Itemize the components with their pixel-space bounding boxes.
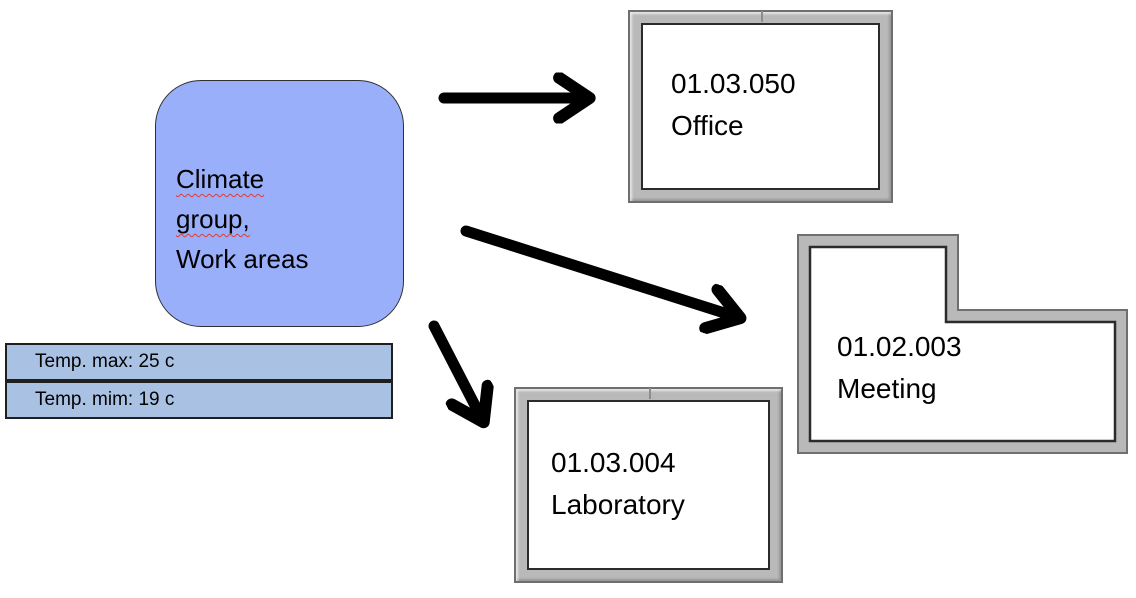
climate-group-box[interactable]: Climate group, Work areas [155, 80, 404, 327]
climate-group-label-line1: Climate [176, 164, 265, 194]
temp-min-label: Temp. mim: 19 c [35, 389, 175, 410]
laboratory-room-shape[interactable]: 01.03.004 Laboratory [514, 387, 783, 583]
laboratory-room-name: Laboratory [551, 489, 685, 520]
temp-max-label: Temp. max: 25 c [35, 351, 175, 372]
meeting-room-code: 01.02.003 [837, 331, 962, 362]
climate-group-label-line3: Work areas [176, 244, 309, 274]
temp-min-row[interactable]: Temp. mim: 19 c [5, 381, 393, 419]
temp-max-row[interactable]: Temp. max: 25 c [5, 343, 393, 381]
office-room-floor: 01.03.050 Office [641, 23, 880, 190]
office-wall-tick [760, 11, 763, 22]
laboratory-room-floor: 01.03.004 Laboratory [527, 400, 770, 570]
laboratory-wall-tick [648, 388, 651, 399]
office-room-code: 01.03.050 [671, 68, 796, 99]
laboratory-room-label: 01.03.004 Laboratory [551, 442, 685, 526]
office-room-label: 01.03.050 Office [671, 63, 796, 147]
office-room-shape[interactable]: 01.03.050 Office [628, 10, 893, 203]
meeting-room-label: 01.02.003 Meeting [837, 326, 962, 410]
office-room-name: Office [671, 110, 744, 141]
arrow-to-laboratory[interactable] [428, 320, 482, 419]
meeting-room-name: Meeting [837, 373, 937, 404]
laboratory-room-code: 01.03.004 [551, 447, 676, 478]
meeting-room-wall-inner [808, 245, 1117, 443]
climate-group-label: Climate group, Work areas [176, 159, 308, 279]
temperature-table: Temp. max: 25 c Temp. mim: 19 c [5, 343, 393, 419]
arrow-to-meeting[interactable] [460, 225, 737, 317]
meeting-room-shape[interactable] [797, 234, 1128, 454]
climate-group-label-line2: group, [176, 204, 250, 234]
